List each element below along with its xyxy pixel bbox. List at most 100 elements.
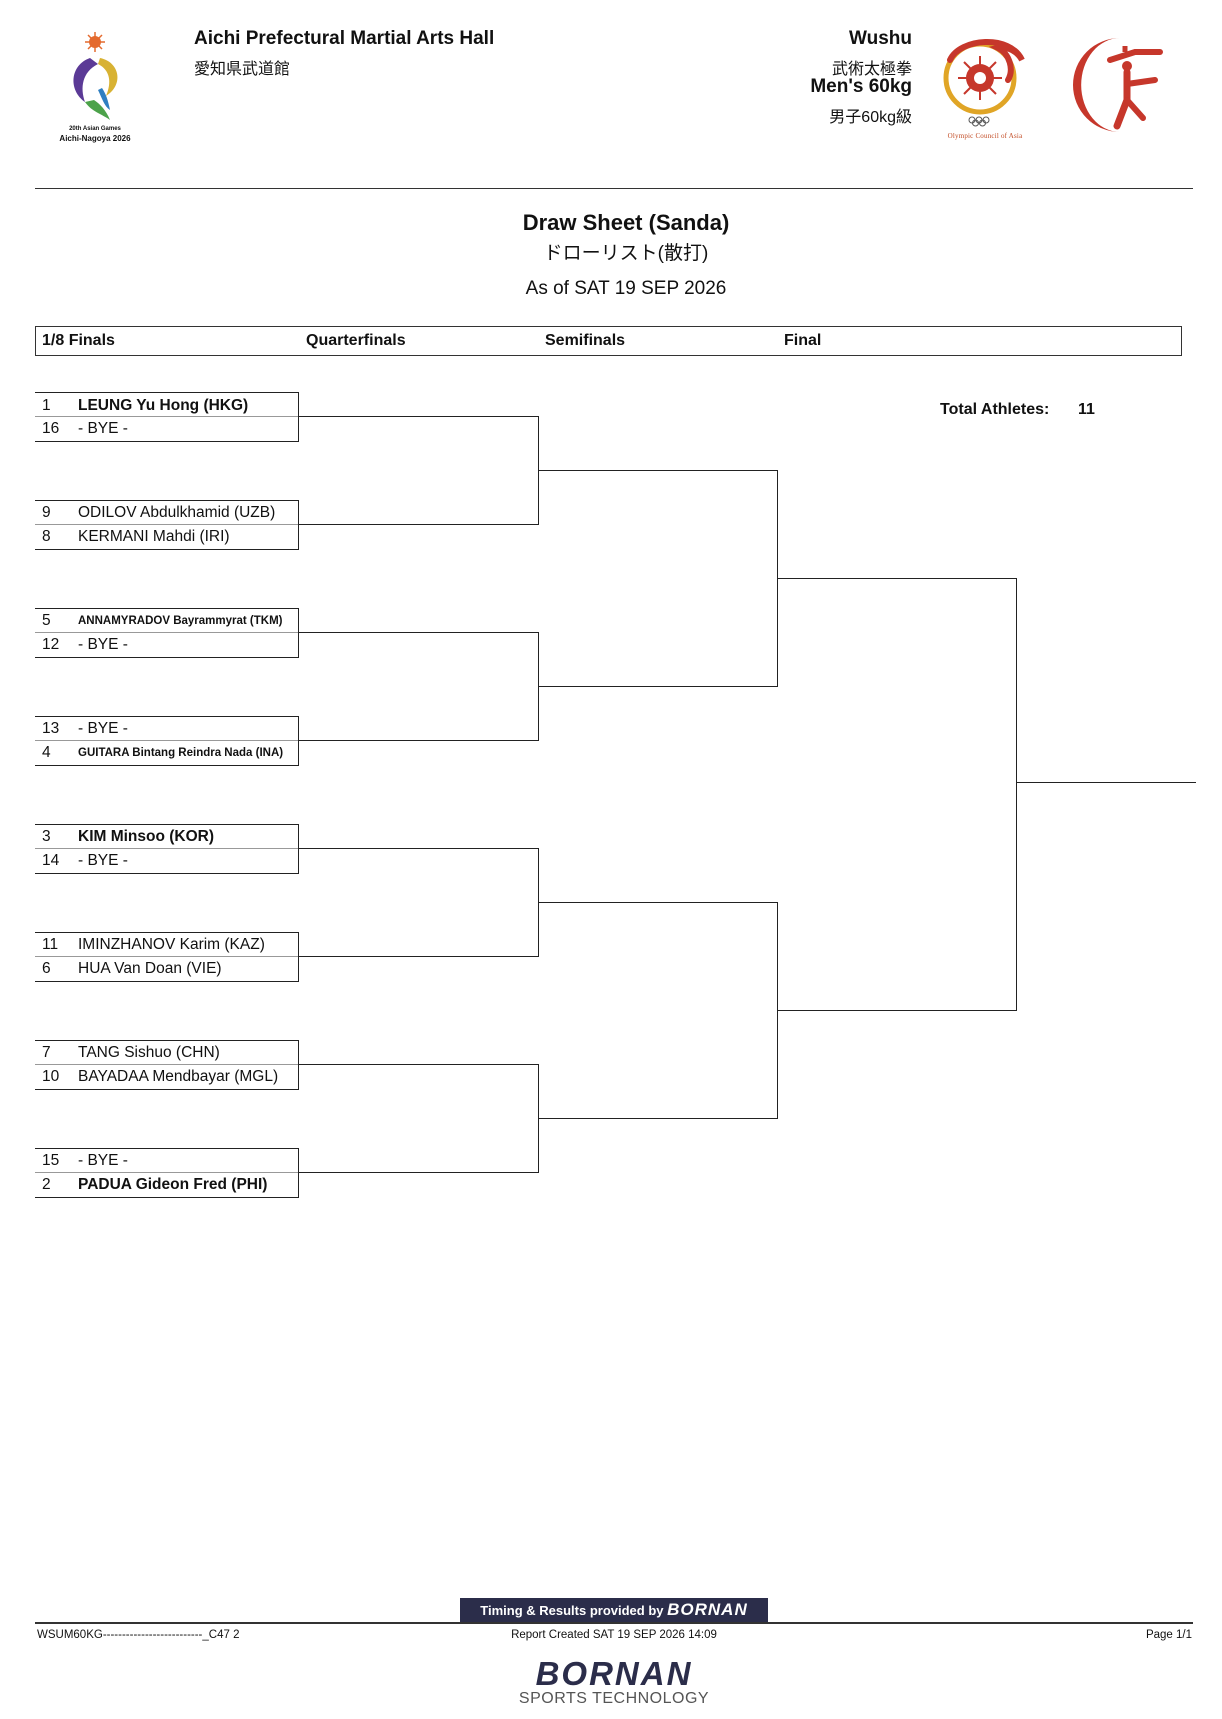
entry-athlete: - BYE - bbox=[78, 852, 128, 869]
entry-separator bbox=[35, 632, 298, 633]
oca-logo-caption: Olympic Council of Asia bbox=[947, 132, 1023, 140]
entry-seed: 8 bbox=[42, 528, 51, 545]
sf-slot-line bbox=[538, 686, 777, 687]
entry-seed: 11 bbox=[42, 936, 59, 953]
qf-slot-line bbox=[298, 524, 538, 525]
round-label-semifinals: Semifinals bbox=[545, 332, 626, 349]
header-divider bbox=[35, 188, 1193, 189]
wushu-pictogram-logo bbox=[1065, 30, 1175, 145]
entry-separator bbox=[35, 1172, 298, 1173]
entry-box-right bbox=[298, 500, 299, 550]
venue-name: Aichi Prefectural Martial Arts Hall bbox=[194, 28, 495, 49]
entry-athlete: KIM Minsoo (KOR) bbox=[78, 828, 215, 845]
entry-line bbox=[35, 549, 298, 550]
final-slot-line bbox=[777, 1010, 1016, 1011]
round-header-bar: 1/8 Finals Quarterfinals Semifinals Fina… bbox=[35, 326, 1182, 356]
event-name: Men's 60kg bbox=[810, 76, 912, 97]
entry-athlete: LEUNG Yu Hong (HKG) bbox=[78, 397, 249, 414]
entry-box-right bbox=[298, 1148, 299, 1198]
entry-separator bbox=[35, 1064, 298, 1065]
qf-slot-line bbox=[298, 848, 538, 849]
entry-box-right bbox=[298, 932, 299, 982]
qf-slot-line bbox=[298, 956, 538, 957]
entry-line bbox=[35, 1089, 298, 1090]
page-title-jp: ドローリスト(散打) bbox=[543, 243, 709, 264]
entry-separator bbox=[35, 740, 298, 741]
entry-box-right bbox=[298, 824, 299, 874]
round-label-final: Final bbox=[784, 332, 822, 349]
qf-slot-line bbox=[298, 740, 538, 741]
entry-line bbox=[35, 657, 298, 658]
entry-separator bbox=[35, 524, 298, 525]
games-logo-line1: 20th Asian Games bbox=[69, 126, 121, 132]
entry-seed: 3 bbox=[42, 828, 51, 845]
entry-seed: 4 bbox=[42, 744, 51, 761]
entry-seed: 13 bbox=[42, 720, 60, 737]
oca-sun-emblem-icon bbox=[943, 39, 1025, 127]
entry-line bbox=[35, 873, 298, 874]
games-logo-line2: Aichi-Nagoya 2026 bbox=[59, 134, 131, 143]
entry-separator bbox=[35, 956, 298, 957]
bornan-logo: BORNAN bbox=[535, 1655, 693, 1692]
venue-name-jp: 愛知県武道館 bbox=[194, 61, 291, 78]
entry-seed: 7 bbox=[42, 1044, 51, 1061]
qf-slot-line bbox=[298, 416, 538, 417]
entry-box-right bbox=[298, 608, 299, 658]
entry-athlete: PADUA Gideon Fred (PHI) bbox=[78, 1176, 268, 1193]
entry-athlete: - BYE - bbox=[78, 720, 128, 737]
entry-box-right bbox=[298, 392, 299, 442]
entry-seed: 12 bbox=[42, 636, 60, 653]
entry-athlete: HUA Van Doan (VIE) bbox=[78, 960, 222, 977]
page-title: Draw Sheet (Sanda) bbox=[522, 210, 730, 235]
asian-games-emblem-icon bbox=[73, 32, 118, 120]
entry-seed: 9 bbox=[42, 504, 51, 521]
entry-line bbox=[35, 441, 298, 442]
entry-box-right bbox=[298, 716, 299, 766]
entry-athlete: BAYADAA Mendbayar (MGL) bbox=[78, 1068, 279, 1085]
report-created: Report Created SAT 19 SEP 2026 14:09 bbox=[511, 1629, 717, 1641]
asian-games-logo: 20th Asian Games Aichi-Nagoya 2026 bbox=[40, 30, 150, 145]
sf-slot-line bbox=[538, 902, 777, 903]
entry-athlete: GUITARA Bintang Reindra Nada (INA) bbox=[78, 747, 284, 759]
entry-line bbox=[35, 1148, 298, 1149]
entry-seed: 6 bbox=[42, 960, 51, 977]
entry-seed: 14 bbox=[42, 852, 60, 869]
entry-box-right bbox=[298, 1040, 299, 1090]
entry-line bbox=[35, 1040, 298, 1041]
oca-logo: Olympic Council of Asia bbox=[930, 30, 1040, 145]
timing-results-text: Timing & Results provided by bbox=[480, 1603, 664, 1618]
qf-slot-line bbox=[298, 1064, 538, 1065]
entry-line bbox=[35, 1197, 298, 1198]
timing-results-brand: BORNAN bbox=[667, 1600, 748, 1619]
final-connector bbox=[1016, 578, 1017, 1011]
round-label-quarterfinals: Quarterfinals bbox=[306, 332, 406, 349]
entry-line bbox=[35, 981, 298, 982]
total-athletes-value: 11 bbox=[1078, 401, 1095, 418]
footer-divider bbox=[35, 1622, 1193, 1624]
qf-slot-line bbox=[298, 1172, 538, 1173]
qf-slot-line bbox=[298, 632, 538, 633]
entry-separator bbox=[35, 848, 298, 849]
entry-line bbox=[35, 608, 298, 609]
entry-athlete: ODILOV Abdulkhamid (UZB) bbox=[78, 504, 276, 521]
round-label-1-8-finals: 1/8 Finals bbox=[42, 332, 115, 349]
entry-line bbox=[35, 716, 298, 717]
page-number: Page 1/1 bbox=[1145, 1629, 1192, 1641]
final-slot-line bbox=[777, 578, 1016, 579]
entry-seed: 15 bbox=[42, 1152, 60, 1169]
entry-athlete: - BYE - bbox=[78, 420, 128, 437]
entry-seed: 5 bbox=[42, 612, 51, 629]
entry-line bbox=[35, 500, 298, 501]
entry-athlete: IMINZHANOV Karim (KAZ) bbox=[78, 936, 265, 953]
entry-seed: 1 bbox=[42, 397, 51, 414]
entry-seed: 2 bbox=[42, 1176, 51, 1193]
report-code: WSUM60KG--------------------------_C47 2 bbox=[37, 1629, 240, 1641]
timing-results-badge: Timing & Results provided by BORNAN bbox=[460, 1598, 768, 1622]
bornan-logo-subtitle: SPORTS TECHNOLOGY bbox=[518, 1690, 710, 1707]
entry-line bbox=[35, 392, 298, 393]
entry-athlete: TANG Sishuo (CHN) bbox=[78, 1044, 220, 1061]
entry-line bbox=[35, 932, 298, 933]
entry-seed: 10 bbox=[42, 1068, 60, 1085]
entry-seed: 16 bbox=[42, 420, 60, 437]
entry-line bbox=[35, 824, 298, 825]
